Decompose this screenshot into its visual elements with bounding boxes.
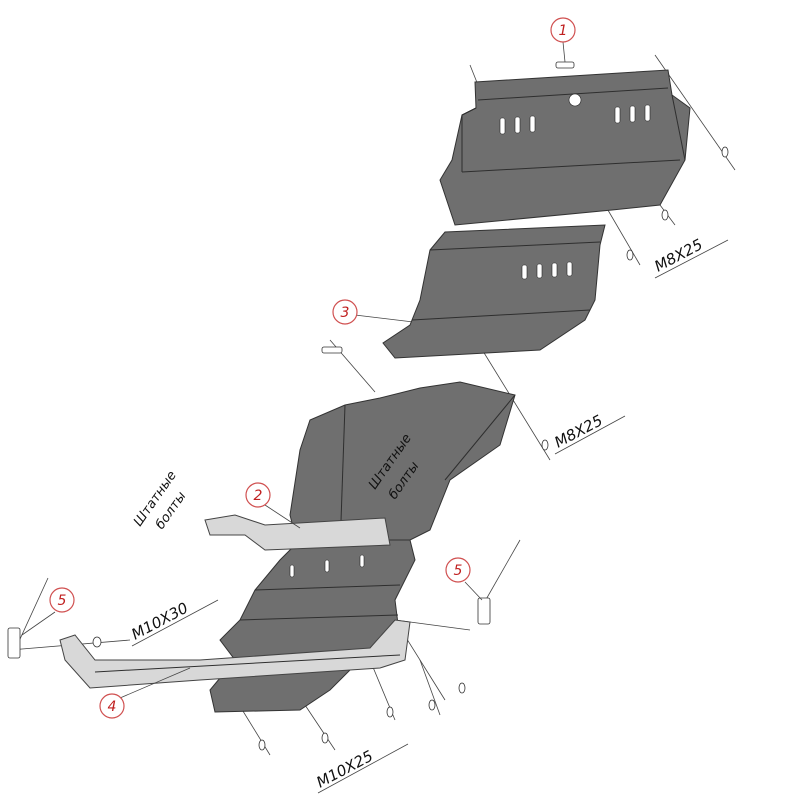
callout-5-left: 5	[21, 587, 75, 636]
crossmember-4	[59, 619, 411, 689]
label-standard-bolts-left: Штатные болты	[131, 468, 189, 532]
callout-5-right: 5	[445, 557, 483, 601]
callout-number: 1	[559, 23, 568, 39]
bolts	[7, 61, 729, 751]
skid-plate-3	[382, 224, 606, 359]
callout-number: 5	[58, 593, 67, 609]
svg-text:M10X30: M10X30	[128, 599, 191, 644]
callout-4: 4	[99, 667, 191, 719]
bolt-icon	[321, 346, 343, 354]
svg-text:M10X25: M10X25	[313, 747, 376, 792]
label-bolt-bottom: M10X25	[313, 743, 409, 794]
callout-number: 2	[254, 488, 263, 504]
bracket-5-left	[7, 627, 21, 659]
svg-text:M8X25: M8X25	[551, 411, 605, 451]
skid-plate-lower	[209, 539, 416, 713]
callout-2: 2	[245, 482, 301, 529]
skid-plate-1	[439, 69, 691, 226]
bracket-2	[204, 514, 391, 551]
bolt-icon	[555, 61, 575, 69]
callout-number: 3	[341, 305, 350, 321]
callout-number: 4	[108, 699, 117, 715]
label-bolt-top: M8X25	[651, 235, 729, 279]
callout-3: 3	[332, 299, 358, 325]
bracket-5-right	[477, 597, 491, 625]
label-bolt-left: M10X30	[128, 599, 219, 647]
label-bolt-mid: M8X25	[551, 411, 626, 455]
callout-1: 1	[550, 17, 576, 63]
callout-number: 5	[454, 563, 463, 579]
